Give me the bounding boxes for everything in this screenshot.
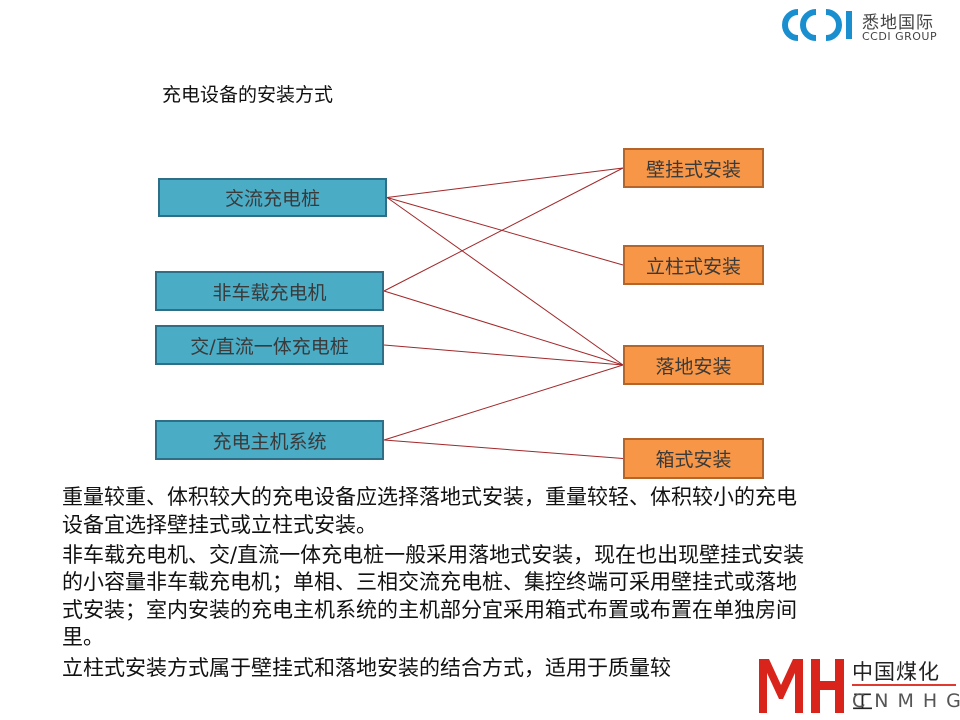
body-text-line: 式安装；室内安装的充电主机系统的主机部分宜采用箱式布置或布置在单独房间 [62,598,797,622]
body-text-line: 立柱式安装方式属于壁挂式和落地安装的结合方式，适用于质量较 [62,656,671,680]
edge-s1-t2 [383,290,624,366]
target-label: 立柱式安装 [645,255,741,278]
body-text-line: 非车载充电机、交/直流一体充电桩一般采用落地式安装，现在也出现壁挂式安装 [62,543,805,567]
ccdi-logo-mark [782,9,852,41]
cnmhg-logo-rule [852,684,956,686]
target-label: 落地安装 [655,355,732,378]
body-text-line: 重量较重、体积较大的充电设备应选择落地式安装，重量较轻、体积较小的充电 [62,485,797,509]
body-text-line: 里。 [62,625,104,649]
edge-s0-t2 [386,197,624,366]
source-label: 非车载充电机 [212,281,327,304]
cnmhg-logo-chinese: 中国煤化工 [852,660,940,714]
source-label: 充电主机系统 [212,430,327,453]
cnmhg-logo-english: CNMHG [852,690,960,712]
source-box-offboard-charger: 非车载充电机 [155,271,384,311]
target-label: 壁挂式安装 [645,158,741,181]
page-title: 充电设备的安装方式 [162,84,334,106]
edge-s2-t2 [383,344,624,366]
target-box-floor-mount: 落地安装 [623,345,764,385]
body-text-line: 的小容量非车载充电机；单相、三相交流充电桩、集控终端可采用壁挂式或落地 [62,570,797,594]
cnmhg-logo-mark [755,655,847,717]
ccdi-logo-chinese: 悉地国际 [862,13,934,33]
source-label: 交流充电桩 [224,188,320,210]
source-label: 交/直流一体充电桩 [190,335,349,358]
edge-s1-t0 [383,167,624,292]
ccdi-logo-english: CCDI GROUP [862,30,938,43]
target-label: 箱式安装 [655,449,732,471]
target-box-wall-mount: 壁挂式安装 [623,148,764,188]
source-box-host-system: 充电主机系统 [155,420,384,460]
target-box-cabinet: 箱式安装 [623,438,764,479]
body-text-line: 设备宜选择壁挂式或立柱式安装。 [62,513,377,537]
source-box-ac-pile: 交流充电桩 [158,178,387,217]
edge-s3-t3 [383,439,624,459]
edge-s3-t2 [383,364,624,441]
edge-s0-t0 [386,167,624,198]
source-box-acdc-pile: 交/直流一体充电桩 [155,325,384,365]
edge-s0-t1 [386,197,624,266]
target-box-column-mount: 立柱式安装 [623,245,764,285]
